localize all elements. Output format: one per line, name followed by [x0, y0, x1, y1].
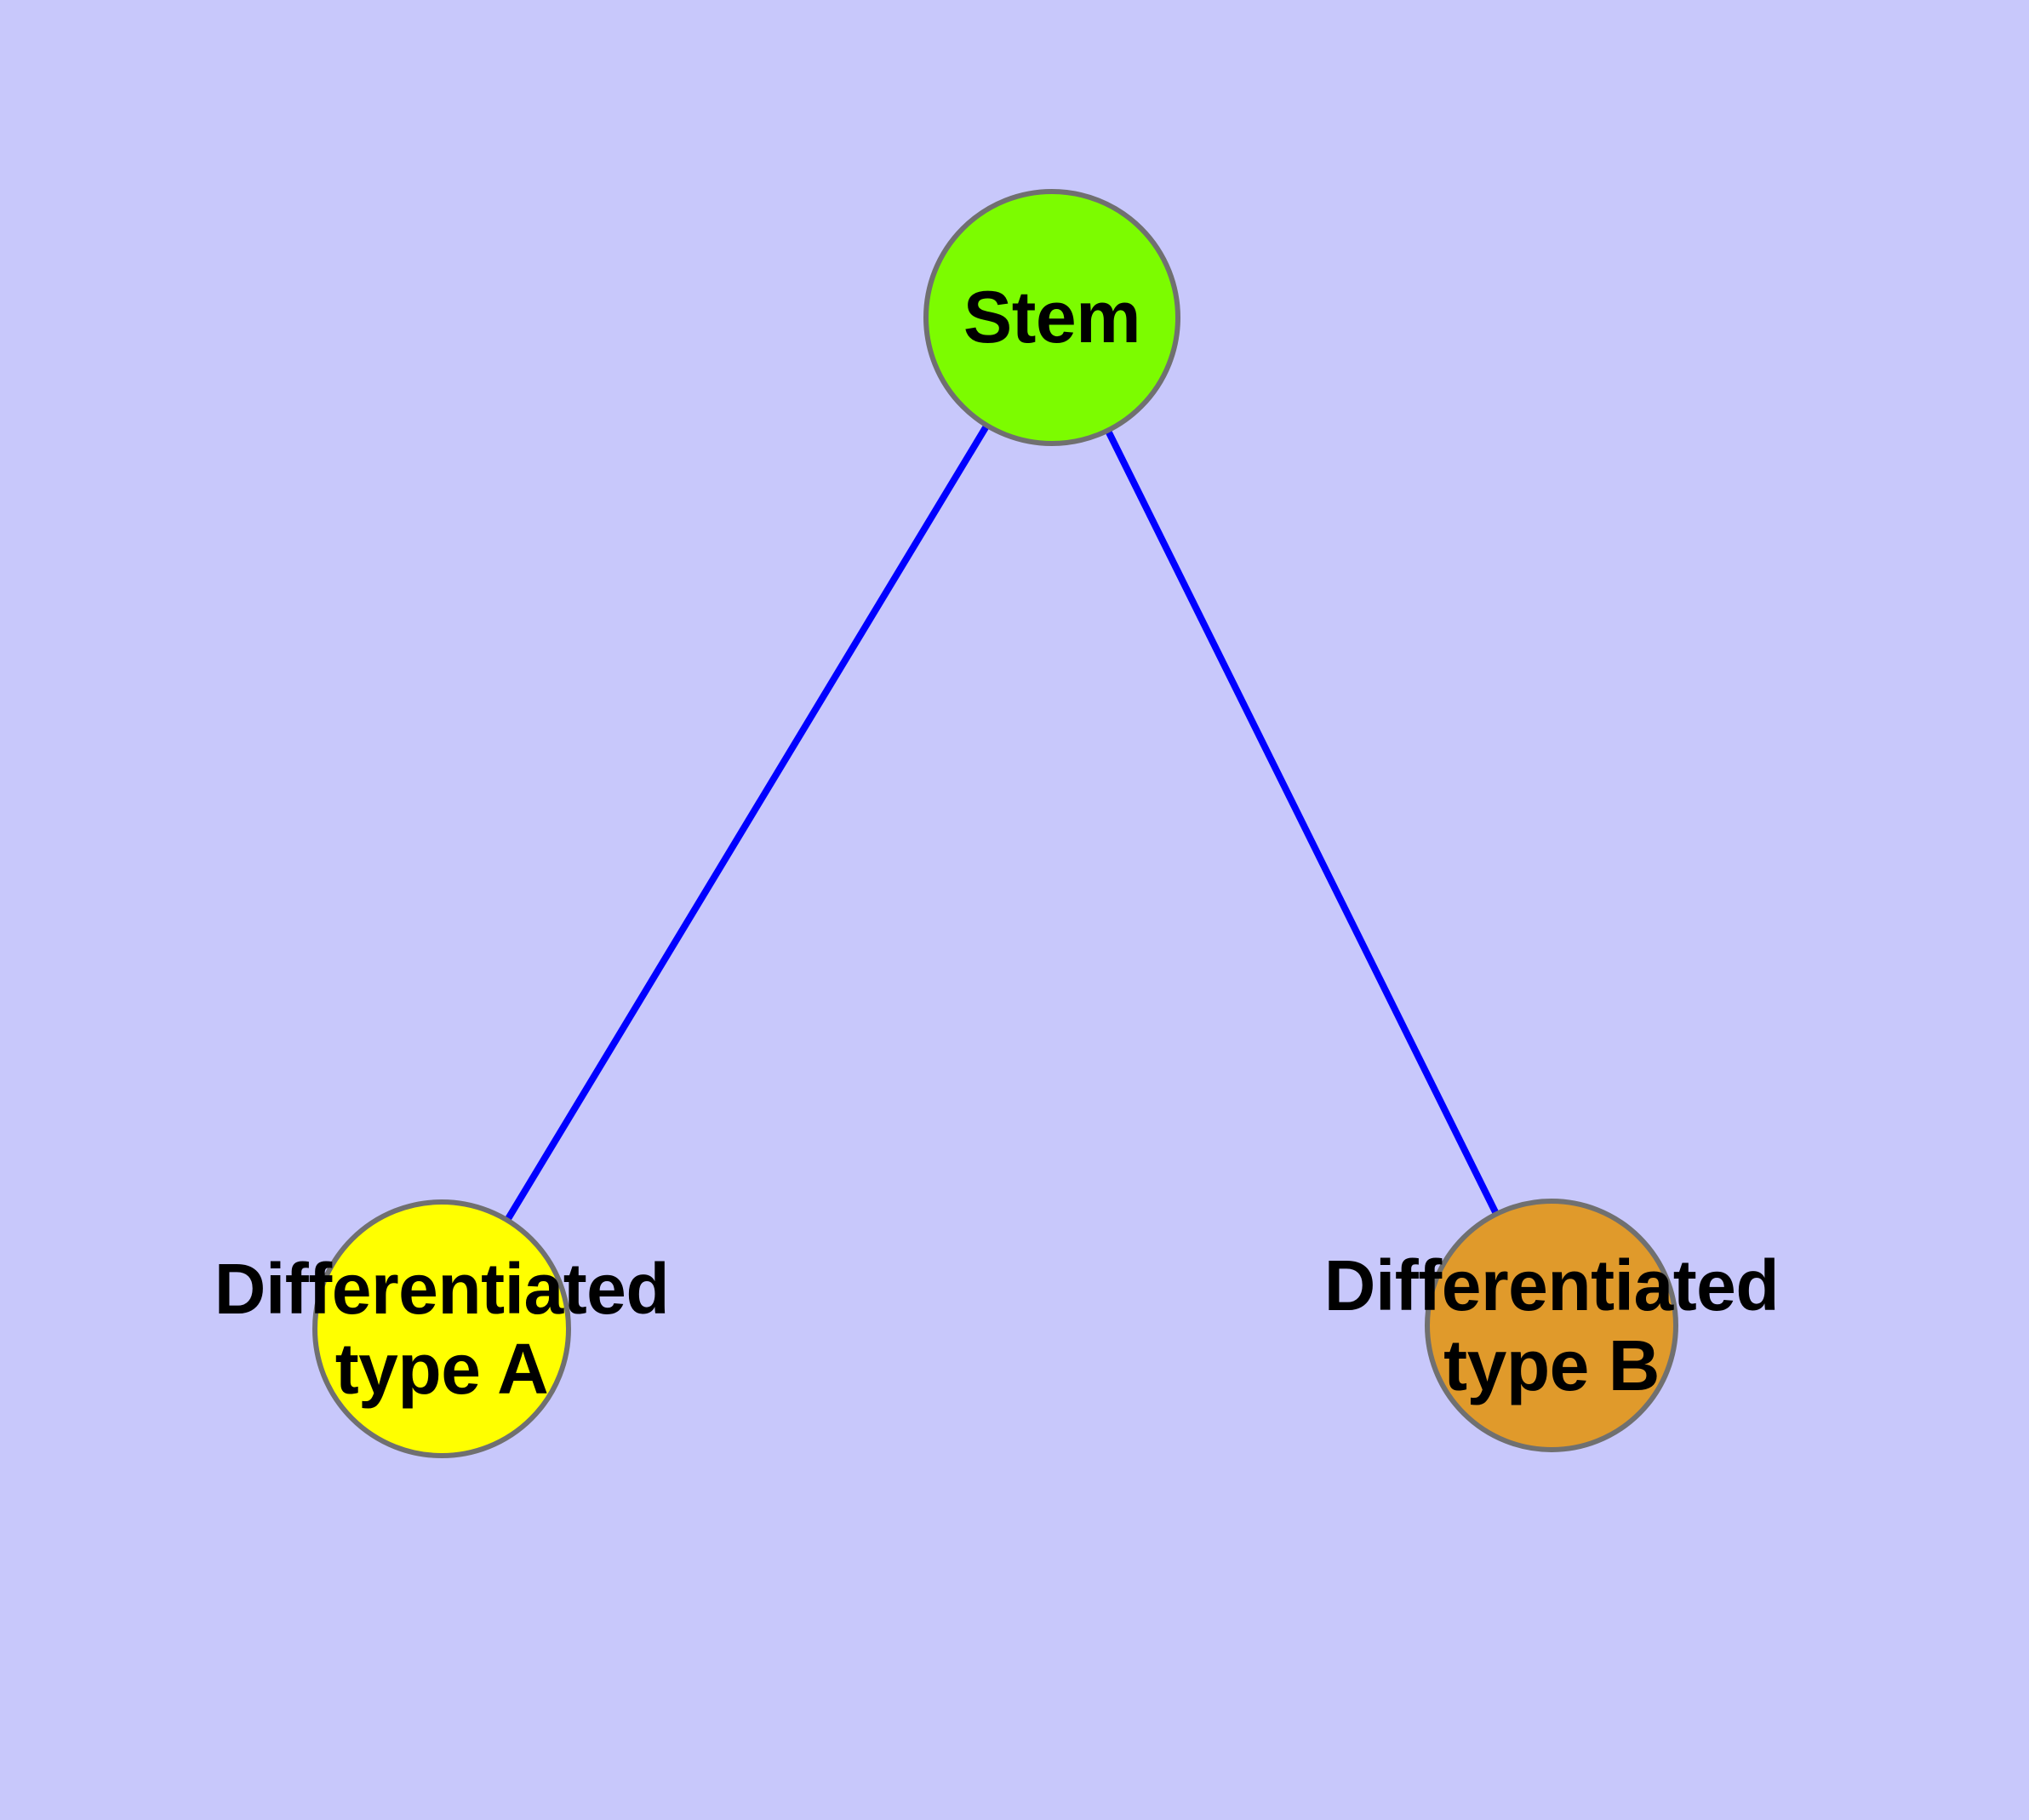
node-layer [312, 189, 1678, 1458]
edge-stem-to-diff-b[interactable] [1103, 426, 1501, 1219]
node-circle-stem[interactable] [923, 189, 1180, 446]
edge-layer [502, 421, 1501, 1225]
node-circle-diff_b[interactable] [1425, 1199, 1678, 1452]
edge-stem-to-diff-a[interactable] [502, 421, 992, 1225]
node-circle-diff_a[interactable] [312, 1199, 571, 1458]
